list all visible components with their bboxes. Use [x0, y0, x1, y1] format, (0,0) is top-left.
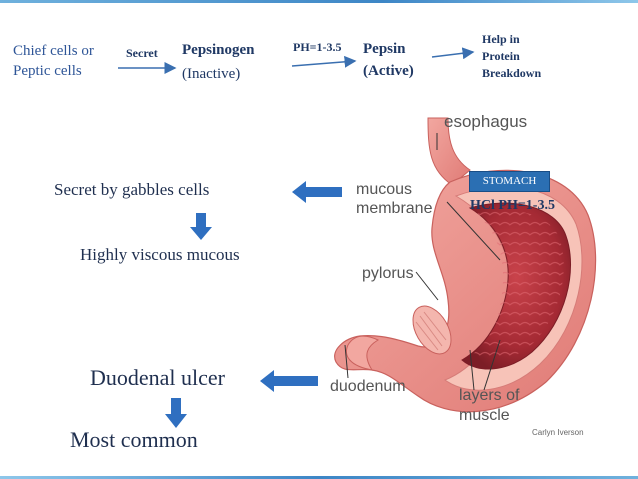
arrow-mucous-to-secret	[292, 181, 342, 203]
secret-label: Secret	[126, 46, 158, 60]
help-line-1: Help in	[482, 32, 520, 46]
pepsin-label: Pepsin	[363, 41, 406, 57]
arrow-help	[431, 47, 475, 60]
duodenum-label: duodenum	[330, 378, 406, 395]
arrow-duodenum-to-ulcer	[260, 370, 318, 392]
bottom-accent-bar	[0, 476, 638, 479]
arrow-ph	[291, 55, 357, 68]
duodenum-tube	[346, 335, 380, 371]
pepsinogen-state: (Inactive)	[182, 66, 241, 82]
pepsin-state: (Active)	[363, 63, 414, 79]
esophagus-label: esophagus	[444, 112, 528, 131]
ph-label: PH=1-3.5	[293, 40, 342, 55]
mucous-label-line-2: membrane	[356, 200, 433, 217]
source-line-2: Peptic cells	[13, 63, 82, 79]
ph-text: PH=1-3.5	[293, 40, 342, 54]
top-accent-bar	[0, 0, 638, 3]
highly-viscous-text: Highly viscous mucous	[80, 245, 240, 264]
label-pointers	[344, 133, 501, 391]
pepsin-block: Pepsin (Active)	[363, 38, 414, 82]
hcl-label: HCl PH=1-3.5	[470, 198, 555, 213]
stomach-badge: STOMACH	[469, 171, 550, 192]
source-line-1: Chief cells or	[13, 43, 94, 59]
duodenal-ulcer-text: Duodenal ulcer	[90, 365, 225, 390]
most-common-text: Most common	[70, 427, 198, 452]
pepsinogen-label: Pepsinogen	[182, 42, 255, 58]
help-line-2: Protein	[482, 49, 520, 63]
source-cells-label: Chief cells or Peptic cells	[13, 41, 94, 81]
mucosa-folds	[470, 210, 564, 361]
pepsinogen-block: Pepsinogen (Inactive)	[182, 38, 255, 86]
layers-line-1: layers of	[459, 387, 520, 404]
help-line-3: Breakdown	[482, 66, 542, 80]
block-arrows	[165, 181, 342, 428]
pylorus-ring	[412, 305, 452, 355]
layers-line-2: muscle	[459, 407, 510, 424]
mucous-membrane-label: mucous membrane	[356, 180, 432, 218]
mucous-label-line-1: mucous	[356, 181, 413, 198]
help-block: Help in Protein Breakdown	[482, 31, 541, 82]
layers-of-muscle-label: layers of muscle	[459, 386, 519, 426]
secret-by-cells-text: Secret by gabbles cells	[54, 180, 210, 199]
pylorus-label: pylorus	[362, 265, 414, 282]
arrow-secret-to-viscous	[190, 213, 212, 240]
arrow-ulcer-to-common	[165, 398, 187, 428]
pylorus-lines	[415, 311, 447, 351]
credit-label: Carlyn Iverson	[532, 428, 584, 437]
